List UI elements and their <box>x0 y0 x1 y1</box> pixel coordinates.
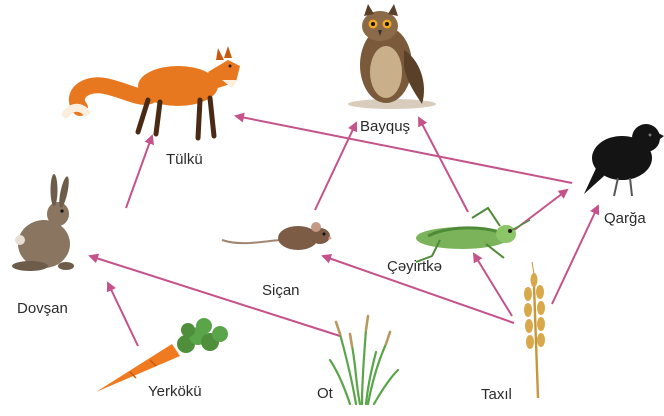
label-ot: Ot <box>317 385 333 402</box>
arrow-taxil-ceyirtke <box>474 254 512 316</box>
arrow-taxil-qarga <box>552 206 598 304</box>
arrow-ceyirtke-bayqus <box>419 118 468 212</box>
label-taxil: Taxıl <box>481 386 512 403</box>
arrow-dovsan-tulku <box>126 136 152 208</box>
label-tulku: Tülkü <box>166 151 203 168</box>
grass-icon <box>330 316 398 404</box>
owl-icon <box>348 4 436 109</box>
label-yerkoku: Yerkökü <box>148 383 202 400</box>
arrow-yerkoku-dovsan <box>108 283 138 346</box>
label-dovsan: Dovşan <box>17 300 68 317</box>
mouse-icon <box>222 222 332 250</box>
wheat-icon <box>524 262 545 398</box>
label-bayqus: Bayquş <box>360 118 410 135</box>
label-sican: Siçan <box>262 282 300 299</box>
carrot-icon <box>96 318 228 392</box>
grasshopper-icon <box>416 208 530 262</box>
fox-icon <box>66 46 240 138</box>
hare-icon <box>12 174 74 271</box>
label-qarga: Qarğa <box>604 210 646 227</box>
label-ceyirtke: Çəyirtkə <box>387 258 442 275</box>
crow-icon <box>584 124 664 196</box>
